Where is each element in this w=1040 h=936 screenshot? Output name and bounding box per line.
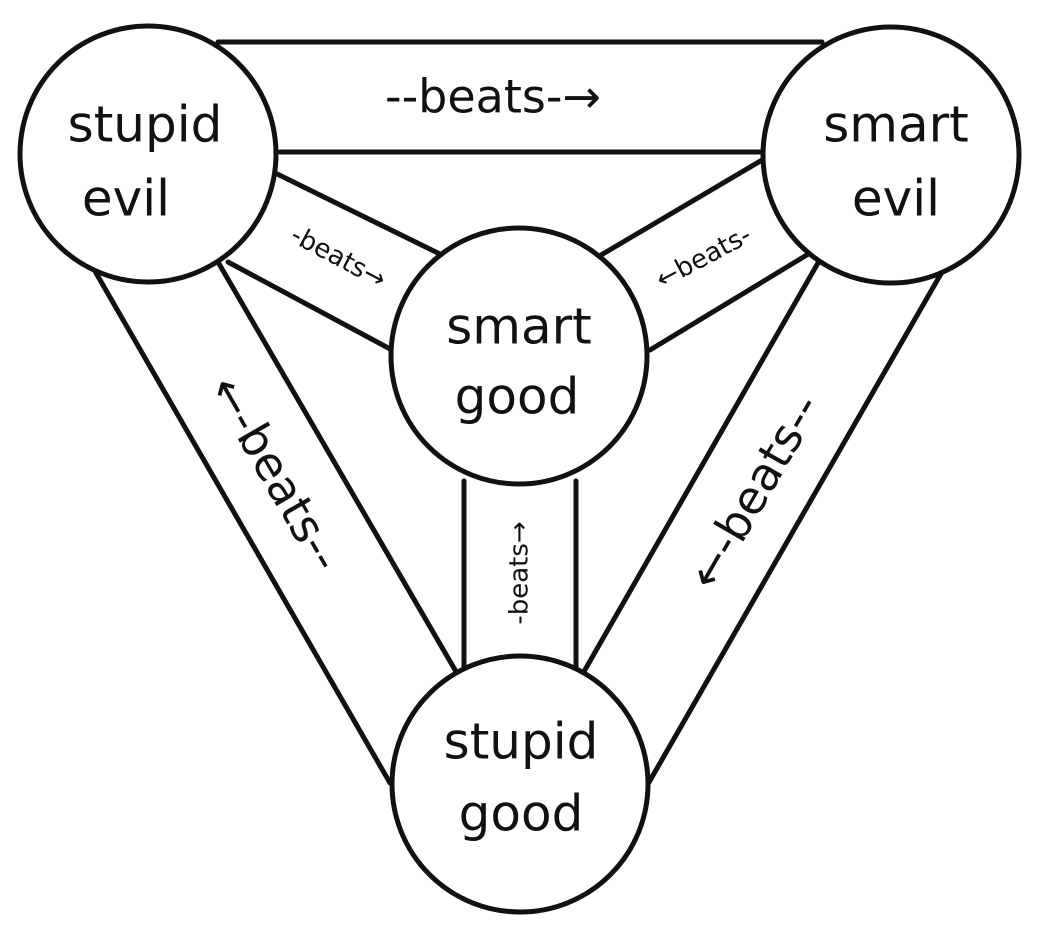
node-stupid-good-line2: good — [459, 785, 584, 843]
node-smart-good-line1: smart — [446, 298, 592, 356]
edge-label-stupid-evil-stupid-good: ←-beats-- — [199, 366, 354, 580]
node-stupid-good: stupid good — [389, 653, 651, 915]
band-upper-right — [593, 157, 818, 353]
edge-label-stupid-evil-smart-good: -beats→ — [286, 220, 391, 295]
edge-label-stupid-good-smart-good: -beats→ — [505, 521, 535, 624]
node-smart-good: smart good — [388, 225, 650, 487]
band-upper-left — [225, 165, 451, 353]
edge-label-smart-evil-stupid-good: ←-beats-- — [677, 384, 832, 598]
node-stupid-evil-line2: evil — [82, 170, 170, 228]
node-stupid-evil: stupid evil — [17, 23, 279, 285]
node-smart-good-line2: good — [455, 368, 580, 426]
edge-label-stupid-evil-smart-evil: --beats-→ — [385, 70, 601, 124]
band-top — [215, 39, 825, 155]
node-smart-evil-line1: smart — [823, 96, 969, 154]
edge-label-smart-evil-smart-good: ←beats- — [651, 220, 756, 295]
node-stupid-evil-line1: stupid — [68, 96, 223, 154]
band-left — [89, 259, 461, 786]
node-stupid-good-line1: stupid — [444, 713, 599, 771]
node-smart-evil: smart evil — [760, 24, 1022, 286]
node-smart-evil-line2: evil — [852, 170, 940, 228]
band-vertical — [461, 478, 579, 671]
band-right — [579, 253, 945, 787]
